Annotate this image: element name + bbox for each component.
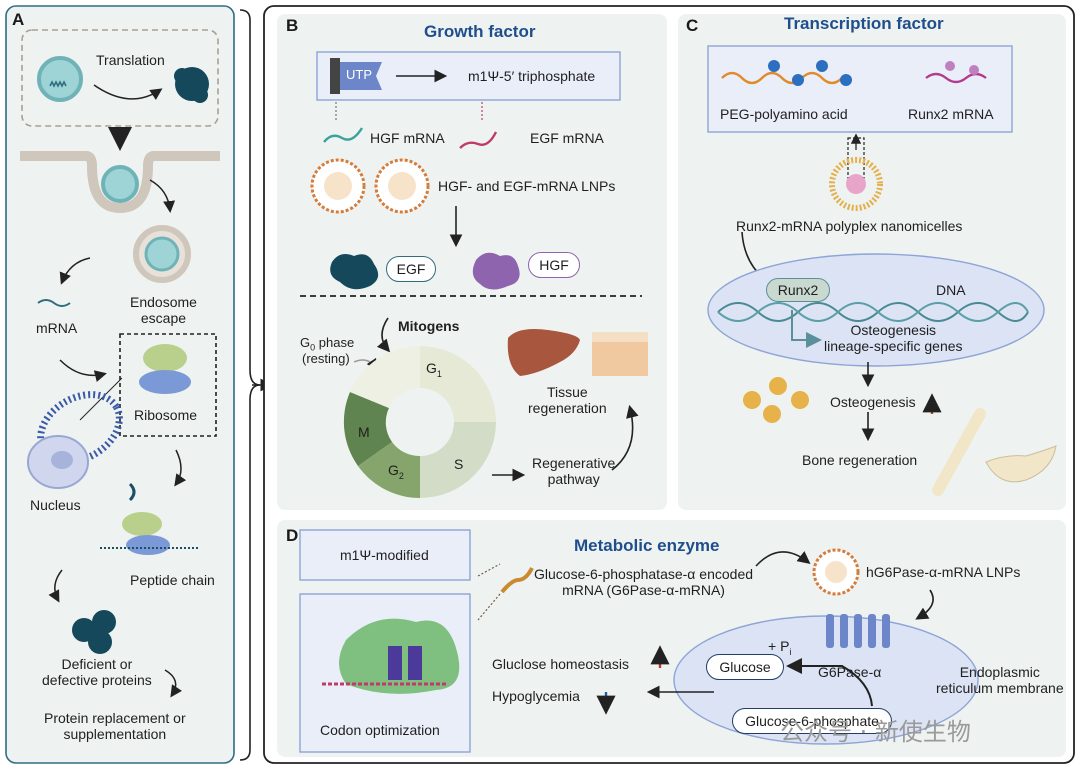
m1psi-modified-label: m1Ψ-modified bbox=[340, 547, 429, 563]
translation-box bbox=[21, 29, 219, 127]
endoplasmic-reticulum bbox=[37, 391, 123, 465]
endosome-escape-label: Endosome escape bbox=[130, 294, 197, 327]
egf-mrna-strand bbox=[459, 131, 498, 149]
s-phase-label: S bbox=[454, 456, 464, 472]
nanomicelle bbox=[829, 157, 883, 211]
runx2-mrna-label: Runx2 mRNA bbox=[908, 106, 994, 122]
g1-label: G1 bbox=[426, 360, 442, 379]
g6pase-label: G6Pase-α bbox=[818, 664, 882, 680]
g6pase-mrna-label: Glucose-6-phosphatase-α encoded mRNA (G6… bbox=[534, 566, 754, 599]
protein-replacement-label: Protein replacement or supplementation bbox=[44, 710, 186, 743]
peptide-chain-label: Peptide chain bbox=[130, 572, 215, 588]
g0-phase-label: G0 phase bbox=[300, 335, 355, 353]
resting-label: (resting) bbox=[302, 351, 350, 366]
hypoglycemia-label: Hypoglycemia bbox=[492, 688, 580, 704]
panel-d-letter: D bbox=[286, 526, 299, 545]
runx2-pill: Runx2 bbox=[766, 278, 830, 302]
osteogenesis-label: Osteogenesis bbox=[830, 394, 916, 410]
m-phase-label: M bbox=[358, 424, 370, 440]
g6pase-mrna-strand bbox=[500, 567, 534, 594]
bone-regen-label: Bone regeneration bbox=[802, 452, 918, 468]
egf-protein bbox=[330, 254, 379, 290]
hgf-protein bbox=[472, 252, 520, 290]
deficient-proteins-label: Deficient or defective proteins bbox=[42, 656, 152, 689]
m1psi-box bbox=[299, 529, 471, 581]
peg-box bbox=[707, 45, 1013, 133]
tissue-regen-label: Tissue regeneration bbox=[528, 384, 607, 417]
panel-c-letter: C bbox=[686, 16, 699, 35]
mrna-strand bbox=[37, 299, 71, 307]
translation-label: Translation bbox=[96, 52, 165, 68]
femur-bone bbox=[932, 408, 986, 496]
cell-membrane bbox=[20, 151, 220, 214]
g6p-pill: Glucose-6-phosphate bbox=[732, 708, 892, 734]
g6pase-lnps-label: hG6Pase-α-mRNA LNPs bbox=[866, 564, 1021, 580]
hgf-mrna-strand bbox=[323, 127, 364, 143]
osteo-genes-label: Osteogenesis lineage-specific genes bbox=[824, 322, 963, 355]
lnps-label: HGF- and EGF-mRNA LNPs bbox=[438, 178, 616, 194]
glucose-pill: Glucose bbox=[706, 654, 784, 680]
codon-optimization-label: Codon optimization bbox=[320, 722, 440, 738]
panel-c-title: Transcription factor bbox=[784, 14, 944, 33]
hgf-mrna-label: HGF mRNA bbox=[370, 130, 445, 146]
egf-mrna-label: EGF mRNA bbox=[530, 130, 604, 146]
osteoblast-cells bbox=[743, 377, 809, 423]
nanomicelles-label: Runx2-mRNA polyplex nanomicelles bbox=[736, 218, 963, 234]
nucleus-label: Nucleus bbox=[30, 497, 81, 513]
utp-label: UTP bbox=[346, 67, 372, 82]
cell-cycle-donut bbox=[343, 345, 496, 499]
homeostasis-label: Gluclose homeostasis bbox=[492, 656, 629, 672]
ribosome-label: Ribosome bbox=[134, 407, 198, 423]
dna-label: DNA bbox=[936, 282, 966, 298]
mrna-label: mRNA bbox=[36, 320, 78, 336]
pi-label: + Pi bbox=[768, 638, 792, 657]
panel-b-letter: B bbox=[286, 16, 299, 35]
ribosome-zoom-box bbox=[119, 333, 217, 437]
hgf-pill: HGF bbox=[528, 252, 580, 278]
lnp-pair bbox=[310, 158, 430, 214]
panel-d-title: Metabolic enzyme bbox=[574, 536, 720, 555]
panel-b-title: Growth factor bbox=[424, 22, 536, 41]
peg-label: PEG-polyamino acid bbox=[720, 106, 848, 122]
mitogens-label: Mitogens bbox=[398, 318, 460, 334]
g2-label: G2 bbox=[388, 462, 404, 481]
peg-strand bbox=[721, 71, 843, 85]
watermark: 公众号 · 新使生物 bbox=[780, 718, 971, 746]
m1psi-label: m1Ψ-5′ triphosphate bbox=[468, 68, 596, 84]
liver-image bbox=[507, 329, 580, 376]
regen-pathway-label: Regenerative pathway bbox=[532, 455, 616, 488]
egf-pill: EGF bbox=[386, 256, 436, 282]
er-membrane-label: Endoplasmic reticulum membrane bbox=[936, 664, 1064, 697]
lnp-particle bbox=[37, 56, 83, 102]
jaw-bone bbox=[985, 445, 1057, 483]
g6pase-transmembrane bbox=[826, 614, 890, 648]
panel-a-letter: A bbox=[12, 10, 25, 29]
